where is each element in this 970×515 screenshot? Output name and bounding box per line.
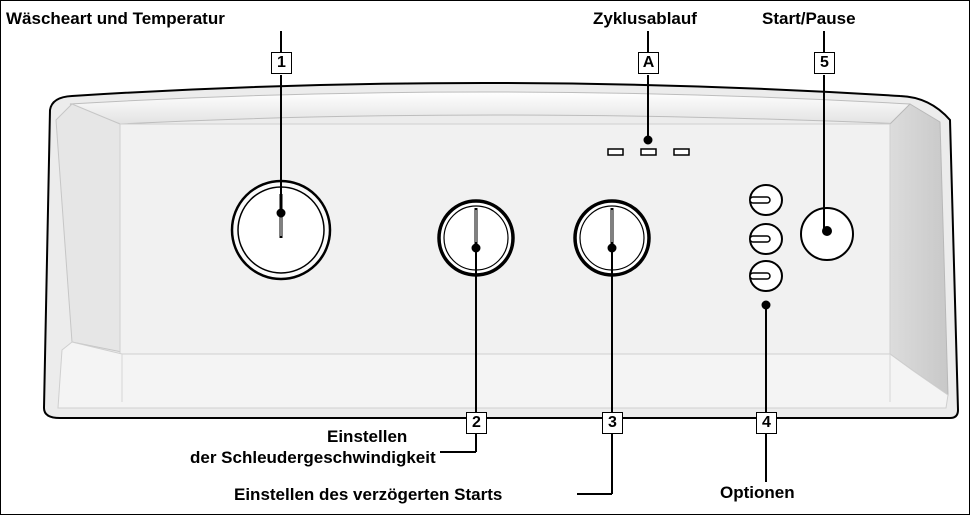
option-button-2[interactable] [749, 223, 783, 255]
cycle-indicator-lights [607, 148, 690, 156]
label-spin-line2: der Schleudergeschwindigkeit [190, 448, 436, 467]
callout-4: 4 [756, 412, 777, 434]
spin-speed-knob[interactable] [437, 199, 515, 277]
callout-5: 5 [814, 52, 835, 74]
callout-2: 2 [466, 412, 487, 434]
label-options: Optionen [720, 483, 795, 502]
label-program: Wäscheart und Temperatur [6, 9, 225, 28]
start-pause-button[interactable] [800, 207, 854, 261]
callout-1: 1 [271, 52, 292, 74]
label-cycle: Zyklusablauf [593, 9, 697, 28]
delay-start-knob[interactable] [573, 199, 651, 277]
callout-a: A [638, 52, 659, 74]
callout-3: 3 [602, 412, 623, 434]
option-button-3[interactable] [749, 260, 783, 292]
leader-lines [276, 31, 825, 495]
label-spin-line1: Einstellen [327, 427, 408, 446]
option-button-1[interactable] [749, 184, 783, 216]
program-knob[interactable] [230, 179, 332, 281]
label-start-pause: Start/Pause [762, 9, 856, 28]
label-delay-start: Einstellen des verzögerten Starts [234, 485, 503, 504]
